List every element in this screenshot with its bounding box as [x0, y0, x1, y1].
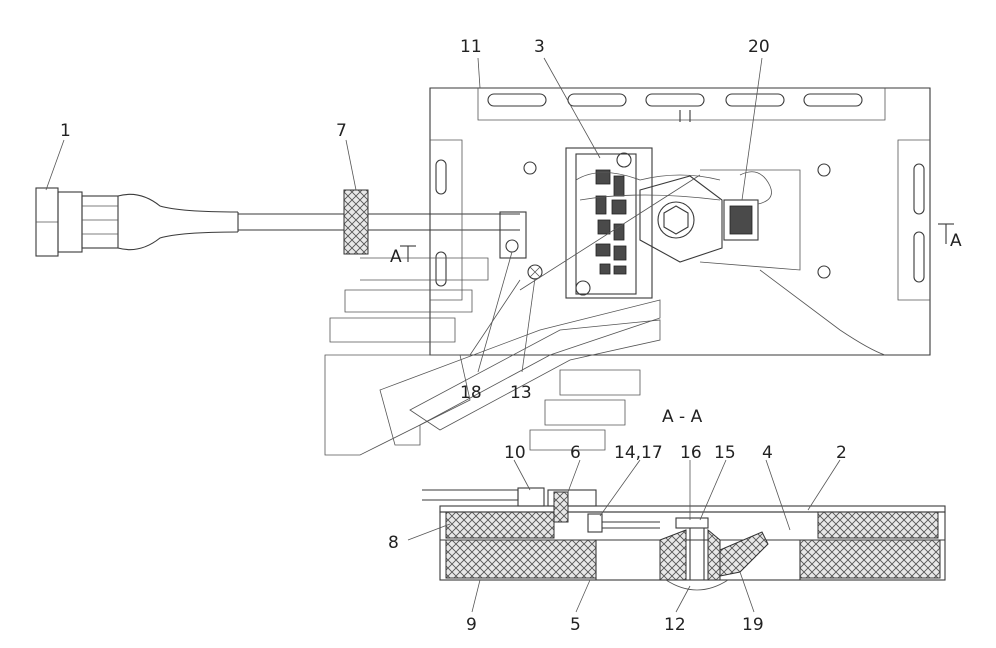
label-13: 13 — [510, 383, 532, 403]
mounting-plate — [429, 87, 931, 356]
leader-lines-section — [407, 459, 841, 613]
section-view — [422, 487, 946, 591]
label-6: 6 — [570, 443, 581, 463]
label-8: 8 — [388, 533, 399, 553]
section-marker-left: A — [390, 245, 416, 267]
cable-clamp-part-18 — [499, 211, 543, 280]
label-2: 2 — [836, 443, 847, 463]
label-9: 9 — [466, 615, 477, 635]
label-10: 10 — [504, 443, 526, 463]
svg-text:A: A — [950, 231, 962, 251]
label-18: 18 — [460, 383, 482, 403]
label-12: 12 — [664, 615, 686, 635]
label-14-17: 14,17 — [614, 443, 663, 463]
label-1: 1 — [60, 121, 71, 141]
label-5: 5 — [570, 615, 581, 635]
background-pattern — [324, 174, 701, 456]
label-19: 19 — [742, 615, 764, 635]
label-16: 16 — [680, 443, 702, 463]
label-3: 3 — [534, 37, 545, 57]
bracket-with-nut — [639, 169, 801, 271]
svg-text:A: A — [390, 247, 402, 267]
section-title: A - A — [662, 407, 703, 427]
leader-lines-top — [45, 57, 763, 373]
cable — [238, 213, 520, 231]
label-7: 7 — [336, 121, 347, 141]
circuit-board-part-3 — [565, 147, 721, 299]
label-4: 4 — [762, 443, 773, 463]
label-11: 11 — [460, 37, 482, 57]
label-15: 15 — [714, 443, 736, 463]
connector-part-1 — [35, 187, 239, 257]
section-marker-right: A — [938, 223, 962, 251]
grommet-part-7 — [343, 189, 369, 255]
sensor-part-20 — [723, 171, 772, 241]
label-20: 20 — [748, 37, 770, 57]
